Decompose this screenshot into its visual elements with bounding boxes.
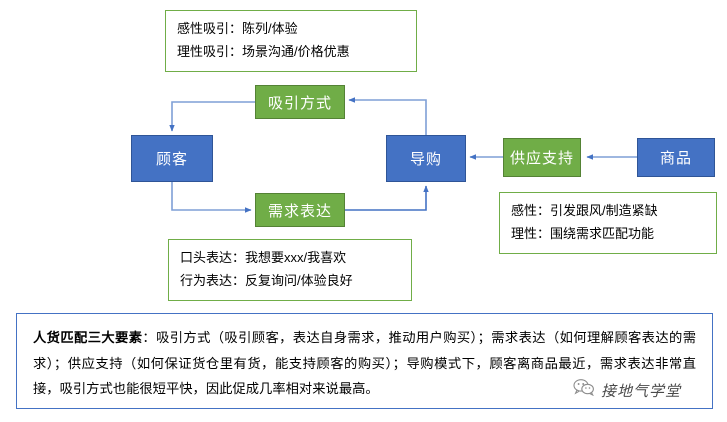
edge-daogou-to-xiyin [348, 97, 427, 135]
note-supply: 感性：引发跟风/制造紧缺 理性：围绕需求匹配功能 [499, 192, 717, 254]
edge-xiyin-to-guke [169, 101, 255, 132]
summary-body: ：吸引方式（吸引顾客，表达自身需求，推动用户购买）；需求表达（如何理解顾客表达的… [33, 330, 696, 397]
node-customer[interactable]: 顾客 [131, 135, 213, 182]
watermark-label: 接地气学堂 [601, 381, 682, 400]
node-merchandise[interactable]: 商品 [637, 138, 715, 177]
node-demand-expression[interactable]: 需求表达 [255, 193, 345, 227]
watermark: 接地气学堂 [573, 379, 681, 401]
wechat-icon [573, 379, 595, 401]
note-supply-line1: 感性：引发跟风/制造紧缺 [511, 203, 658, 218]
note-demand-line1: 口头表达：我想要xxx/我喜欢 [180, 250, 347, 265]
edge-guke-to-xuqiu [171, 182, 252, 213]
note-demand-line2: 行为表达：反复询问/体验良好 [180, 272, 353, 288]
edge-xuqiu-to-daogou [345, 185, 429, 211]
node-supply-support[interactable]: 供应支持 [503, 138, 581, 177]
note-attraction: 感性吸引：陈列/体验 理性吸引：场景沟通/价格优惠 [165, 10, 417, 72]
note-attraction-line2: 理性吸引：场景沟通/价格优惠 [177, 43, 350, 59]
summary-text: 人货匹配三大要素：吸引方式（吸引顾客，表达自身需求，推动用户购买）；需求表达（如… [33, 325, 696, 402]
node-shopping-guide[interactable]: 导购 [386, 135, 466, 182]
summary-panel: 人货匹配三大要素：吸引方式（吸引顾客，表达自身需求，推动用户购买）；需求表达（如… [16, 313, 713, 409]
note-demand: 口头表达：我想要xxx/我喜欢 行为表达：反复询问/体验良好 [168, 239, 412, 301]
node-attraction-method[interactable]: 吸引方式 [255, 85, 345, 119]
summary-heading: 人货匹配三大要素 [33, 330, 143, 345]
note-supply-line2: 理性：围绕需求匹配功能 [511, 225, 655, 241]
note-attraction-line1: 感性吸引：陈列/体验 [177, 21, 298, 36]
